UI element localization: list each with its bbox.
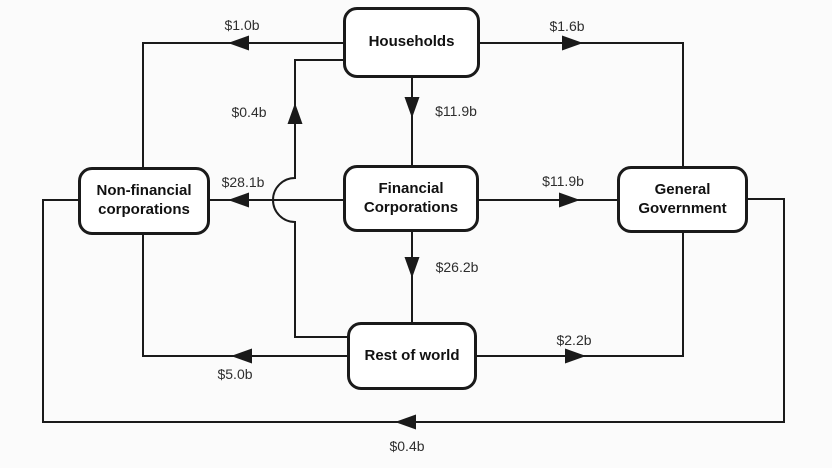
node-rest-of-world-label: Rest of world	[364, 346, 460, 364]
node-general-government: General Government	[617, 166, 748, 233]
flow-line-restofworld-to-government	[477, 233, 684, 357]
arrowhead-right-financial-to-government	[559, 192, 580, 208]
node-non-financial-corporations: Non-financial corporations	[78, 167, 210, 235]
node-non-financial-corporations-label: Non-financial corporations	[96, 182, 192, 218]
flow-label-households-to-government: $1.6b	[549, 18, 585, 34]
arrowhead-left-government-to-nonfinancial	[395, 414, 416, 430]
flow-label-restofworld-to-nonfinancial: $5.0b	[217, 366, 253, 382]
arrowhead-down-households-to-financial	[404, 97, 420, 118]
arrowhead-up-restofworld-to-households	[287, 103, 303, 124]
flow-label-households-to-financial: $11.9b	[435, 103, 477, 119]
node-financial-corporations-label: Financial Corporations	[363, 179, 459, 216]
node-households-label: Households	[368, 33, 455, 51]
flow-label-restofworld-to-government: $2.2b	[556, 332, 592, 348]
arrowhead-down-financial-to-restofworld	[404, 257, 420, 278]
arrowhead-left-financial-to-nonfinancial	[228, 192, 249, 208]
flow-label-households-to-nonfinancial: $1.0b	[224, 17, 260, 33]
node-general-government-label: General Government	[638, 180, 727, 217]
arrowhead-right-restofworld-to-government	[565, 348, 586, 364]
node-rest-of-world: Rest of world	[347, 322, 477, 390]
flow-label-restofworld-to-households: $0.4b	[231, 104, 267, 120]
flow-line-households-to-nonfinancial	[142, 42, 343, 167]
flow-label-financial-to-restofworld: $26.2b	[435, 259, 479, 275]
node-financial-corporations: Financial Corporations	[343, 165, 479, 232]
flow-line-restofworld-to-nonfinancial	[142, 235, 347, 357]
node-households: Households	[343, 7, 480, 78]
flow-label-financial-to-nonfinancial: $28.1b	[221, 174, 265, 190]
flow-label-financial-to-government: $11.9b	[542, 173, 584, 189]
arrowhead-left-restofworld-to-nonfinancial	[231, 348, 252, 364]
arrowhead-left-households-to-nonfinancial	[228, 35, 249, 51]
arrowhead-right-households-to-government	[562, 35, 583, 51]
flow-label-government-to-nonfinancial: $0.4b	[389, 438, 425, 454]
flow-line-households-to-government	[480, 42, 684, 166]
flow-line-restofworld-to-households	[272, 59, 347, 338]
